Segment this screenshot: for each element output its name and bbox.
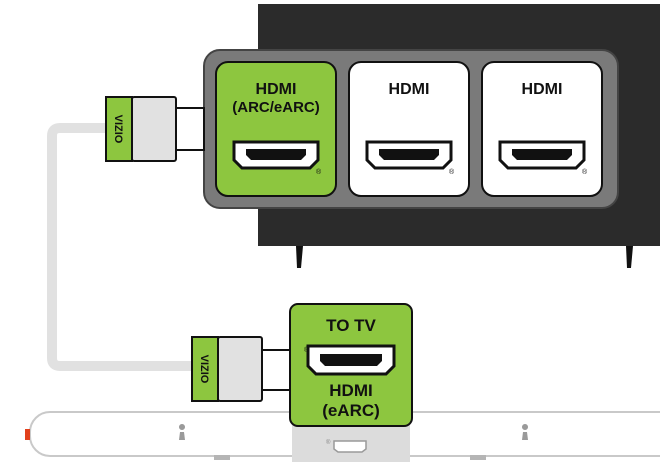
port-label-line1: HDMI	[256, 81, 297, 98]
soundbar-registered-mark: ®	[326, 439, 331, 446]
port-label-line1: HDMI	[329, 381, 372, 400]
port-label-line1: HDMI	[522, 81, 563, 98]
tv-hdmi-port-1: HDMI(ARC/eARC) ®	[215, 61, 337, 197]
tv-foot-icon	[626, 246, 633, 268]
tv-hdmi-port-2: HDMI ®	[348, 61, 470, 197]
port-registered-mark: ®	[316, 168, 322, 176]
mount-keyhole-icon	[179, 424, 186, 440]
cable-brand-top: VIZIO	[112, 115, 124, 144]
port-label-line2: (eARC)	[322, 401, 380, 420]
hdmi-port-inner	[512, 149, 572, 160]
port-top-label: TO TV	[326, 316, 376, 335]
port-registered-mark: ®	[304, 346, 310, 354]
tv-foot-icon	[296, 246, 303, 268]
mount-keyhole-icon	[522, 424, 529, 440]
hdmi-cable	[47, 123, 201, 371]
tv-hdmi-port-3: HDMI ®	[481, 61, 603, 197]
port-label-line1: HDMI	[389, 81, 430, 98]
hdmi-plug-top: VIZIO	[105, 96, 205, 162]
soundbar-foot	[214, 455, 230, 460]
soundbar-foot	[470, 455, 486, 460]
port-registered-mark: ®	[582, 168, 588, 176]
port-registered-mark: ®	[449, 168, 455, 176]
hdmi-port-inner	[246, 149, 306, 160]
hdmi-port-icon	[333, 440, 367, 453]
soundbar-hdmi-earc-port: TO TV ® HDMI (eARC)	[289, 303, 413, 427]
hdmi-port-inner	[320, 354, 382, 366]
hdmi-port-inner	[379, 149, 439, 160]
port-label-line2: (ARC/eARC)	[232, 99, 320, 116]
cable-brand-bottom: VIZIO	[198, 355, 210, 384]
hdmi-plug-bottom: VIZIO	[191, 336, 291, 402]
power-indicator	[25, 429, 30, 440]
tv-hdmi-ports: HDMI(ARC/eARC)®HDMI®HDMI®	[215, 61, 603, 197]
